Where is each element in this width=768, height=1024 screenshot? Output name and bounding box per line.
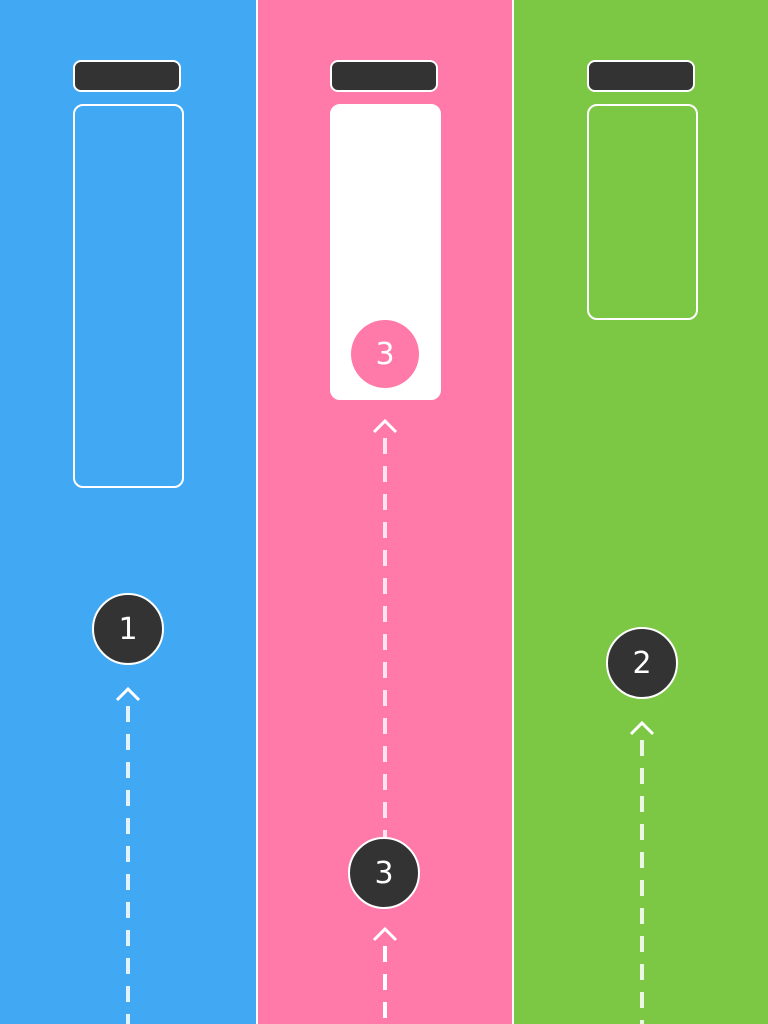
lane-green[interactable]: 2 (514, 0, 768, 1024)
tube-green (587, 104, 698, 320)
dashed-arrow-up-icon (372, 926, 398, 1024)
tube-ball-pink-label: 3 (375, 336, 395, 372)
dashed-arrow-up-icon (629, 720, 655, 1024)
dashed-arrow-up-icon (372, 418, 398, 837)
tube-cap-pink (330, 60, 438, 92)
tube-cap-green (587, 60, 695, 92)
dashed-arrow-up-icon (115, 686, 141, 1024)
lane-pink[interactable]: 3 3 (258, 0, 512, 1024)
ball-blue-label: 1 (118, 611, 138, 647)
tube-cap-blue (73, 60, 181, 92)
tube-blue (73, 104, 184, 488)
ball-pink[interactable]: 3 (348, 837, 420, 909)
ball-green[interactable]: 2 (606, 627, 678, 699)
ball-blue[interactable]: 1 (92, 593, 164, 665)
tube-ball-pink: 3 (351, 320, 419, 388)
lane-blue[interactable]: 1 (0, 0, 256, 1024)
ball-pink-label: 3 (374, 855, 394, 891)
ball-green-label: 2 (632, 645, 652, 681)
